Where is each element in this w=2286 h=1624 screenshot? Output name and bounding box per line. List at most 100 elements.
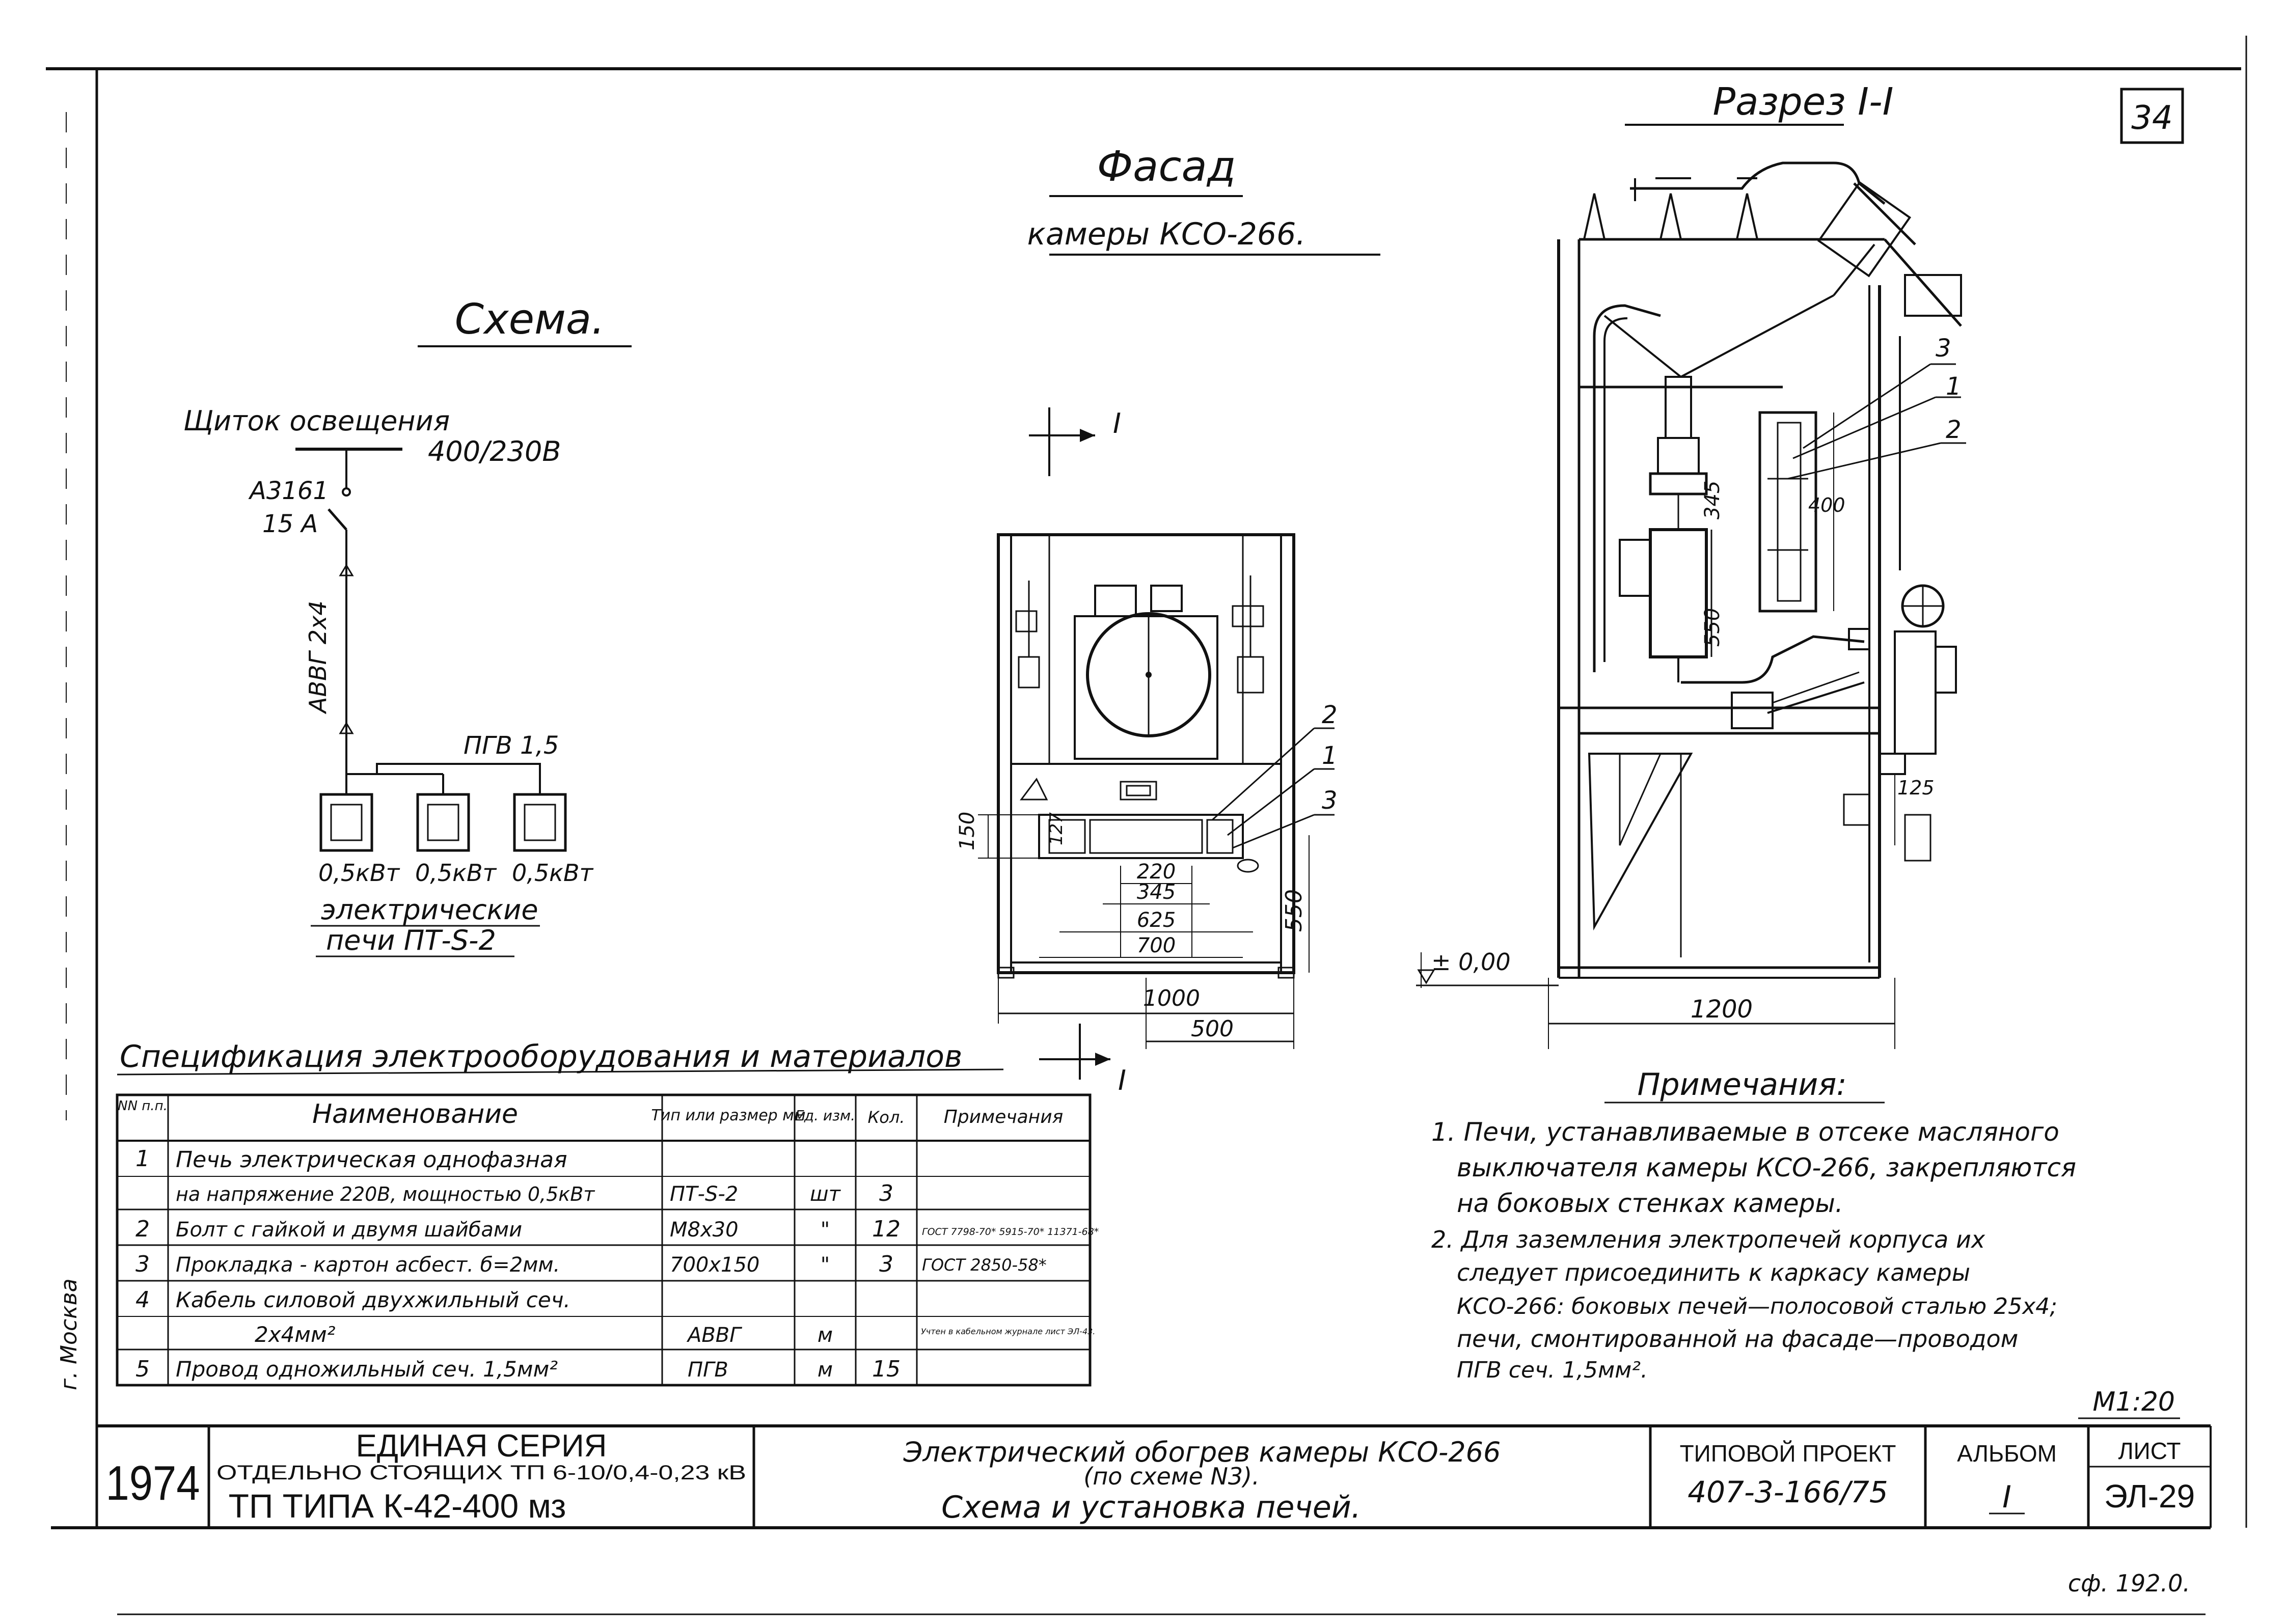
section-dim-550: 550 xyxy=(1701,608,1724,647)
spec-cell: 4 xyxy=(135,1287,150,1313)
notes-line: печи, смонтированной на фасаде—проводом xyxy=(1457,1325,2018,1353)
spec-cell: 3 xyxy=(879,1180,893,1206)
spec-header-type: Тип или размер мм xyxy=(651,1107,806,1124)
notes-line: ПГВ сеч. 1,5мм². xyxy=(1457,1357,1648,1383)
stamp-desc-2: (по схеме N3). xyxy=(1083,1463,1259,1490)
spec-header-qty: Кол. xyxy=(868,1108,905,1127)
spec-cell: ГОСТ 2850-58* xyxy=(922,1255,1047,1275)
facade-dim-1000: 1000 xyxy=(1143,985,1200,1011)
facade-dim-500: 500 xyxy=(1191,1016,1234,1042)
stamp-series-2: ОТДЕЛЬНО СТОЯЩИХ ТП 6-10/0,4-0,23 кВ xyxy=(216,1462,746,1484)
section-callout-1: 1 xyxy=(1946,372,1962,401)
section-dim-1200: 1200 xyxy=(1691,995,1753,1024)
scheme-title: Схема. xyxy=(455,295,605,344)
spec-cell: м xyxy=(818,1358,833,1382)
spec-cell: ПТ-S-2 xyxy=(670,1182,738,1206)
scheme-cable: АВВГ 2х4 xyxy=(304,600,332,714)
spec-header-unit: Ед. изм. xyxy=(795,1107,855,1124)
facade-dim-220: 220 xyxy=(1137,860,1176,884)
table-row: 3 Прокладка - картон асбест. б=2мм. 700х… xyxy=(135,1251,1047,1277)
facade-section-mark-bottom: I xyxy=(1118,1064,1126,1096)
spec-cell: 700х150 xyxy=(670,1253,759,1277)
margin-city: г. Москва xyxy=(56,1278,82,1390)
spec-cell: Болт с гайкой и двумя шайбами xyxy=(176,1218,522,1242)
section-drawing: 345 550 400 3 1 2 xyxy=(1416,161,1966,1049)
facade-section-mark-top: I xyxy=(1113,407,1121,439)
section-callout-3: 3 xyxy=(1936,334,1951,363)
facade-subtitle: камеры КСО-266. xyxy=(1027,216,1306,252)
scheme: Схема. Щиток освещения 400/230В А3161 15… xyxy=(183,295,632,957)
stamp-desc-1: Электрический обогрев камеры КСО-266 xyxy=(903,1436,1501,1468)
scheme-heater-3-power: 0,5кВт xyxy=(512,859,593,887)
footer-code: сф. 192.0. xyxy=(2068,1570,2190,1597)
spec-cell: Кабель силовой двухжильный сеч. xyxy=(176,1287,570,1312)
stamp-sheet-label: ЛИСТ xyxy=(2118,1438,2181,1464)
spec-cell: 2 xyxy=(135,1216,150,1242)
facade-dim-700: 700 xyxy=(1137,934,1176,957)
scheme-current: 15 А xyxy=(262,510,318,538)
stamp-project-label: ТИПОВОЙ ПРОЕКТ xyxy=(1680,1440,1896,1467)
title-block: 1974 ЕДИНАЯ СЕРИЯ ОТДЕЛЬНО СТОЯЩИХ ТП 6-… xyxy=(97,1424,2212,1528)
spec-header-name: Наименование xyxy=(312,1099,518,1130)
notes: Примечания: 1. Печи, устанавливаемые в о… xyxy=(1431,1067,2180,1419)
scheme-heater-3 xyxy=(513,793,567,852)
stamp-project-value: 407-3-166/75 xyxy=(1688,1475,1888,1509)
stamp-sheet-value: ЭЛ-29 xyxy=(2104,1478,2195,1515)
spec-header-nn: NN п.п. xyxy=(118,1098,168,1114)
facade-dim-150: 150 xyxy=(956,812,979,850)
stamp-album-value: I xyxy=(2002,1479,2011,1515)
scheme-voltage: 400/230В xyxy=(428,435,561,467)
spec-title: Спецификация электрооборудования и матер… xyxy=(120,1039,962,1075)
spec-cell: 1 xyxy=(135,1146,150,1172)
spec-cell: Учтен в кабельном журнале лист ЭЛ-43. xyxy=(921,1327,1095,1336)
facade-callout-3: 3 xyxy=(1322,786,1338,815)
spec-cell: Прокладка - картон асбест. б=2мм. xyxy=(176,1253,560,1277)
spec-cell: М8х30 xyxy=(670,1218,739,1242)
facade-title-text: Фасад xyxy=(1097,143,1236,191)
spec-cell: на напряжение 220В, мощностью 0,5кВт xyxy=(176,1183,595,1205)
scheme-heater-2-power: 0,5кВт xyxy=(415,859,497,887)
sheet-corner-number: 34 xyxy=(2131,99,2172,137)
table-row: 4 Кабель силовой двухжильный сеч. xyxy=(135,1287,570,1313)
section-dim-125: 125 xyxy=(1897,777,1935,799)
scheme-breaker: А3161 xyxy=(248,477,329,505)
scheme-heaters-caption-2: печи ПТ-S-2 xyxy=(326,924,496,956)
section-dim-400: 400 xyxy=(1808,494,1845,516)
facade-small-dim: 127 xyxy=(1046,812,1067,845)
stamp-series-1: ЕДИНАЯ СЕРИЯ xyxy=(356,1428,607,1464)
table-row: 2х4мм² АВВГ м Учтен в кабельном журнале … xyxy=(255,1322,1095,1347)
notes-line: 2. Для заземления электропечей корпуса и… xyxy=(1431,1226,1985,1253)
scheme-panel-label: Щиток освещения xyxy=(183,405,450,437)
table-row: 2 Болт с гайкой и двумя шайбами М8х30 " … xyxy=(135,1216,1099,1242)
spec-cell: м xyxy=(818,1324,833,1347)
spec-cell: Печь электрическая однофазная xyxy=(176,1147,567,1173)
spec-cell: 12 xyxy=(872,1216,901,1242)
stamp-series-3: ТП ТИПА К-42-400 мз xyxy=(229,1487,566,1525)
scheme-wire: ПГВ 1,5 xyxy=(464,731,559,760)
facade-drawing: I 127 2 xyxy=(956,407,1338,1096)
facade-dim-550: 550 xyxy=(1281,889,1307,932)
table-row: 5 Провод одножильный сеч. 1,5мм² ПГВ м 1… xyxy=(135,1356,901,1382)
section-level: ± 0,00 xyxy=(1431,948,1511,976)
spec-cell: 3 xyxy=(135,1251,150,1277)
spec-cell: ГОСТ 7798-70* 5915-70* 11371-68* xyxy=(922,1226,1099,1237)
section-dim-345: 345 xyxy=(1701,481,1724,519)
facade-dim-625: 625 xyxy=(1137,909,1176,932)
spec-cell: 3 xyxy=(879,1251,893,1277)
spec-header-notes: Примечания xyxy=(944,1107,1064,1127)
facade-dim-345: 345 xyxy=(1137,880,1176,904)
spec-cell: 15 xyxy=(872,1356,901,1382)
notes-line: 1. Печи, устанавливаемые в отсеке маслян… xyxy=(1431,1117,2059,1147)
spec-cell: 5 xyxy=(135,1356,150,1382)
stamp-album-label: АЛЬБОМ xyxy=(1957,1440,2057,1467)
notes-line: КСО-266: боковых печей—полосовой сталью … xyxy=(1457,1293,2057,1319)
scheme-heater-1 xyxy=(319,793,373,852)
spec-cell: Провод одножильный сеч. 1,5мм² xyxy=(176,1357,558,1382)
notes-line: на боковых стенках камеры. xyxy=(1457,1189,1843,1218)
sheet-frame xyxy=(46,36,2247,1615)
notes-line: выключателя камеры КСО-266, закрепляются xyxy=(1457,1153,2076,1182)
facade-callout-1: 1 xyxy=(1322,741,1338,770)
table-row: 1 Печь электрическая однофазная xyxy=(135,1146,567,1173)
scale-label: М1:20 xyxy=(2092,1387,2175,1417)
